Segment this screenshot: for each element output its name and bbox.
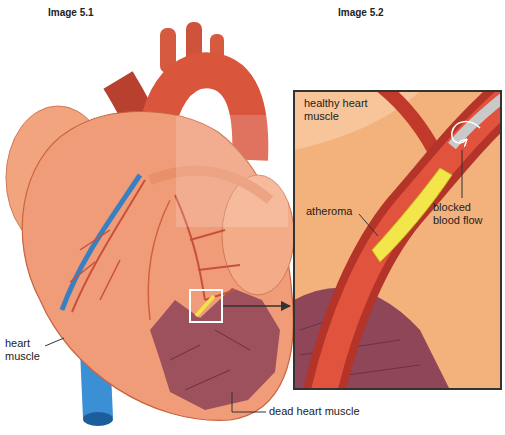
- muscle-texture: [170, 330, 250, 390]
- artery-lumen: [322, 96, 501, 389]
- part-label: atheroma: [306, 205, 366, 218]
- part-label: blocked blood flow: [433, 201, 495, 227]
- inset-frame: [294, 91, 501, 389]
- inset-content: [294, 91, 501, 389]
- flow-arrow: [452, 122, 480, 143]
- zoom-arrow: [223, 305, 290, 307]
- coronary-artery: [72, 180, 145, 312]
- heart-body: [22, 111, 293, 420]
- vessel-opening: [83, 412, 113, 426]
- coronary-vein: [62, 175, 140, 310]
- part-label: dead heart muscle: [269, 405, 389, 418]
- leader-line: [462, 150, 463, 198]
- figure-number: Image 5.2: [338, 6, 418, 19]
- coronary-branch: [70, 230, 120, 300]
- leader-line: [232, 392, 266, 412]
- part-label: heart muscle: [5, 337, 45, 363]
- part-label: healthy heart muscle: [304, 97, 376, 123]
- blocked-segment: [452, 96, 501, 146]
- zoom-box: [190, 290, 222, 322]
- highlight-patch: [176, 115, 288, 227]
- coronary-branch: [148, 200, 170, 320]
- figure-number: Image 5.1: [48, 6, 128, 19]
- atheroma-spot: [196, 296, 214, 316]
- coronary-artery-wall: [322, 96, 501, 389]
- leader-line: [45, 338, 64, 346]
- leader-line: [359, 214, 378, 236]
